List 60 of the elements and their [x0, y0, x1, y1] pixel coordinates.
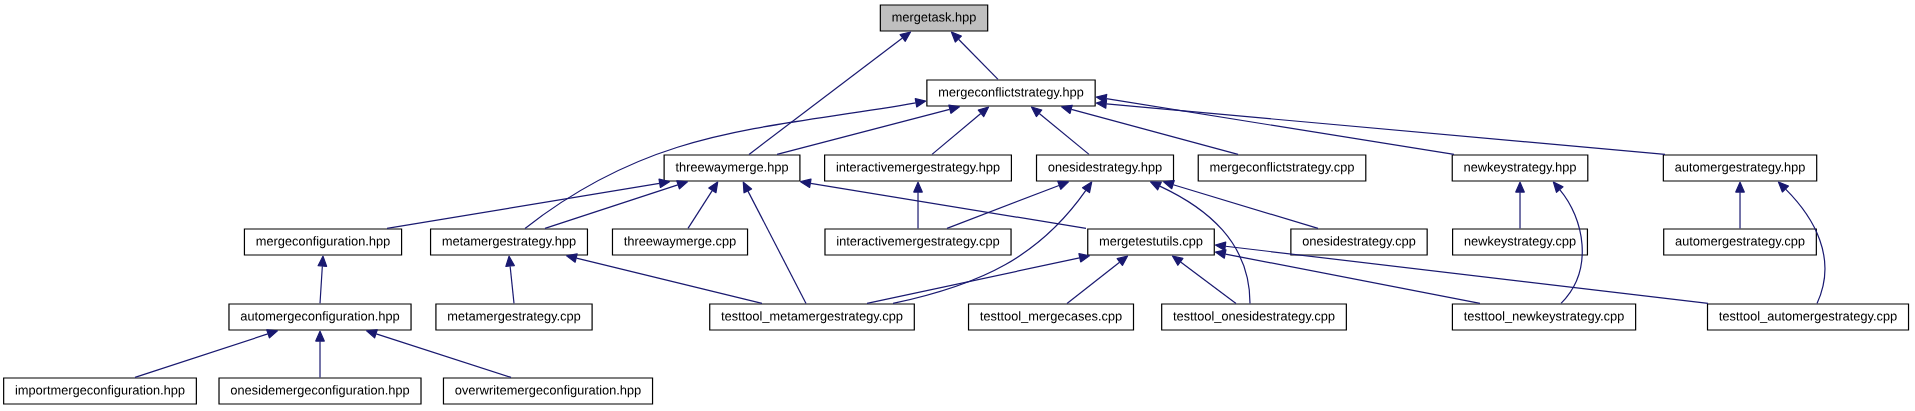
arrow	[1171, 255, 1237, 304]
file-box: threewaymerge.cpp	[611, 228, 749, 256]
arrow	[566, 253, 763, 304]
arrow	[365, 329, 512, 378]
file-box: mergeconflictstrategy.hpp	[926, 79, 1096, 107]
arrow	[913, 181, 923, 229]
arrow	[950, 31, 999, 80]
file-box: importmergeconfiguration.hpp	[3, 377, 197, 405]
arrow	[866, 253, 1091, 304]
file-box: mergeconfiguration.hpp	[243, 228, 403, 256]
arrow	[687, 181, 719, 229]
arrow	[800, 178, 1087, 229]
file-box: testtool_metamergestrategy.cpp	[709, 303, 915, 331]
arrow	[748, 31, 912, 155]
arrow	[524, 98, 927, 229]
file-box: threewaymerge.hpp	[663, 154, 801, 182]
arrow	[742, 181, 807, 304]
arrow	[946, 180, 1070, 229]
file-box: newkeystrategy.cpp	[1452, 228, 1589, 256]
file-box: mergeconflictstrategy.cpp	[1197, 154, 1367, 182]
arrow	[1777, 181, 1826, 304]
arrow	[317, 255, 328, 304]
arrow	[544, 180, 689, 229]
file-box: testtool_newkeystrategy.cpp	[1451, 303, 1637, 331]
arrow	[315, 330, 325, 378]
file-box: mergetask.hpp	[879, 4, 989, 32]
arrow	[1515, 181, 1525, 229]
arrow	[1552, 181, 1583, 304]
arrow	[1735, 181, 1745, 229]
file-box: testtool_automergestrategy.cpp	[1706, 303, 1910, 331]
file-box: onesidemergeconfiguration.hpp	[218, 377, 422, 405]
arrow	[931, 106, 990, 155]
arrow	[1149, 181, 1251, 304]
file-box: onesidestrategy.cpp	[1290, 228, 1428, 256]
arrow	[134, 329, 279, 378]
arrow	[1214, 241, 1709, 304]
file-box: testtool_mergecases.cpp	[967, 303, 1135, 331]
arrow	[776, 104, 961, 155]
arrow	[1066, 255, 1129, 304]
arrow	[1214, 249, 1481, 304]
arrow	[1095, 99, 1666, 155]
arrow	[892, 181, 1093, 304]
arrow	[386, 178, 670, 229]
file-box: onesidestrategy.hpp	[1035, 154, 1175, 182]
arrow	[1030, 106, 1090, 155]
file-box: newkeystrategy.hpp	[1451, 154, 1589, 182]
file-box: metamergestrategy.cpp	[435, 303, 593, 331]
file-box: overwritemergeconfiguration.hpp	[442, 377, 654, 405]
file-box: mergetestutils.cpp	[1087, 228, 1215, 256]
arrow	[505, 255, 515, 304]
arrow	[1095, 93, 1455, 155]
file-box: metamergestrategy.hpp	[429, 228, 589, 256]
arrow	[1061, 104, 1239, 155]
file-box: testtool_onesidestrategy.cpp	[1161, 303, 1347, 331]
file-box: automergeconfiguration.hpp	[228, 303, 412, 331]
file-box: interactivemergestrategy.hpp	[824, 154, 1012, 182]
file-box: automergestrategy.cpp	[1663, 228, 1817, 256]
file-box: interactivemergestrategy.cpp	[824, 228, 1012, 256]
arrow	[1163, 179, 1319, 229]
file-box: automergestrategy.hpp	[1662, 154, 1818, 182]
